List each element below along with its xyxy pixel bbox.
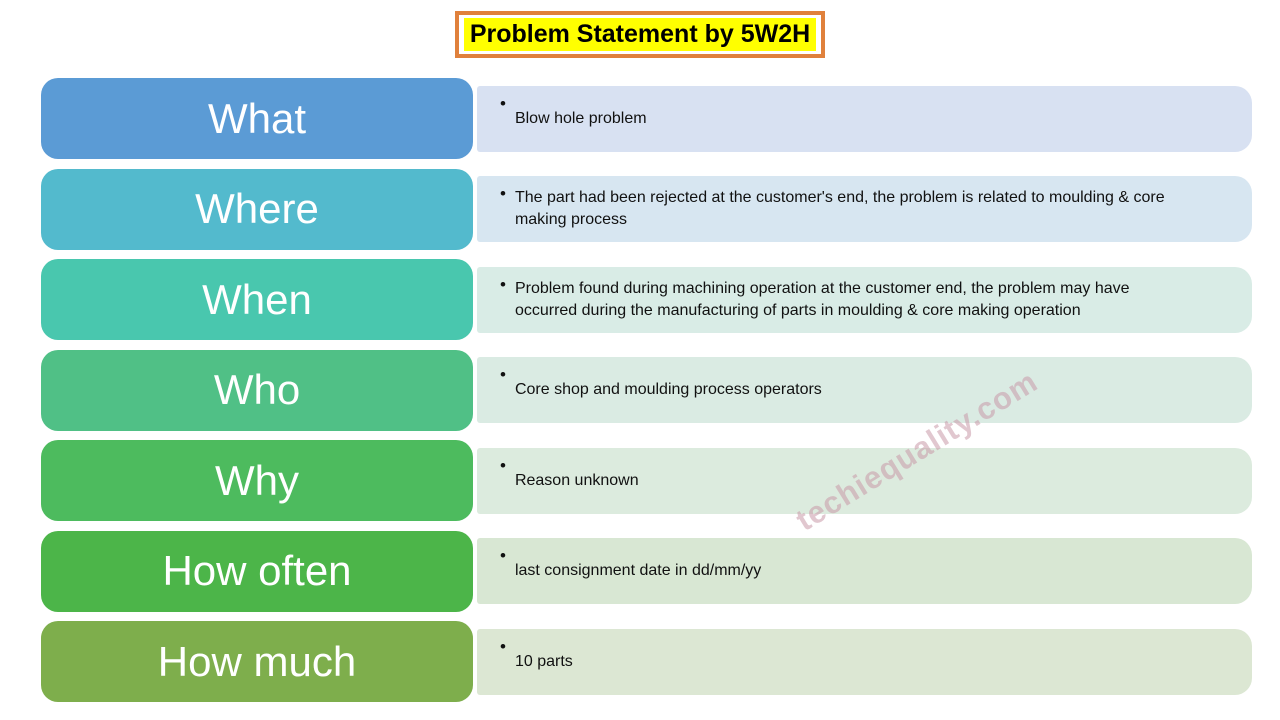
bullet-icon: • — [500, 184, 506, 203]
label-who-text: Who — [213, 366, 301, 413]
label-why-text: Why — [215, 456, 299, 504]
row-what: What • Blow hole problem — [41, 78, 1252, 159]
bullet-icon: • — [500, 455, 506, 475]
panel-who: • Core shop and moulding process operato… — [477, 357, 1252, 423]
panel-why: • Reason unknown — [477, 447, 1252, 514]
row-who: Who • Core shop and moulding process ope… — [41, 349, 1252, 431]
panel-what: • Blow hole problem — [477, 85, 1252, 152]
label-how-often-text: How often — [162, 547, 352, 594]
label-who: Who — [41, 349, 473, 431]
panel-how-often-text: last consignment date in dd/mm/yy — [514, 562, 762, 579]
label-how-often: How often — [41, 530, 473, 612]
row-why: Why • Reason unknown — [41, 440, 1252, 521]
label-where-text: Where — [195, 185, 319, 232]
label-when-text: When — [202, 275, 312, 323]
bullet-icon: • — [500, 274, 506, 294]
title-container: Problem Statement by 5W2H — [0, 0, 1280, 58]
bullet-icon: • — [500, 93, 506, 113]
rows-container: What • Blow hole problem Where • The par… — [41, 78, 1252, 702]
panel-why-text: Reason unknown — [514, 471, 639, 489]
row-how-much: How much • 10 parts — [41, 621, 1252, 702]
label-what: What — [41, 78, 473, 159]
label-how-much-text: How much — [157, 637, 357, 685]
panel-how-often: • last consignment date in dd/mm/yy — [477, 538, 1252, 604]
bullet-icon: • — [500, 546, 506, 565]
panel-who-text: Core shop and moulding process operators — [514, 381, 822, 398]
label-what-text: What — [207, 94, 307, 142]
row-where: Where • The part had been rejected at th… — [41, 168, 1252, 250]
label-when: When — [41, 259, 473, 340]
panel-where-text: The part had been rejected at the custom… — [514, 189, 1165, 228]
label-why: Why — [41, 440, 473, 521]
panel-how-much: • 10 parts — [477, 628, 1252, 695]
row-how-often: How often • last consignment date in dd/… — [41, 530, 1252, 612]
panel-where: • The part had been rejected at the cust… — [477, 176, 1252, 242]
page-title: Problem Statement by 5W2H — [463, 18, 817, 51]
page-title-box: Problem Statement by 5W2H — [454, 11, 826, 58]
bullet-icon: • — [500, 365, 506, 384]
panel-when: • Problem found during machining operati… — [477, 266, 1252, 333]
panel-when-text: Problem found during machining operation… — [514, 279, 1130, 319]
label-where: Where — [41, 168, 473, 250]
panel-how-much-text: 10 parts — [514, 652, 573, 670]
bullet-icon: • — [500, 636, 506, 656]
panel-what-text: Blow hole problem — [514, 109, 647, 127]
row-when: When • Problem found during machining op… — [41, 259, 1252, 340]
label-how-much: How much — [41, 621, 473, 702]
